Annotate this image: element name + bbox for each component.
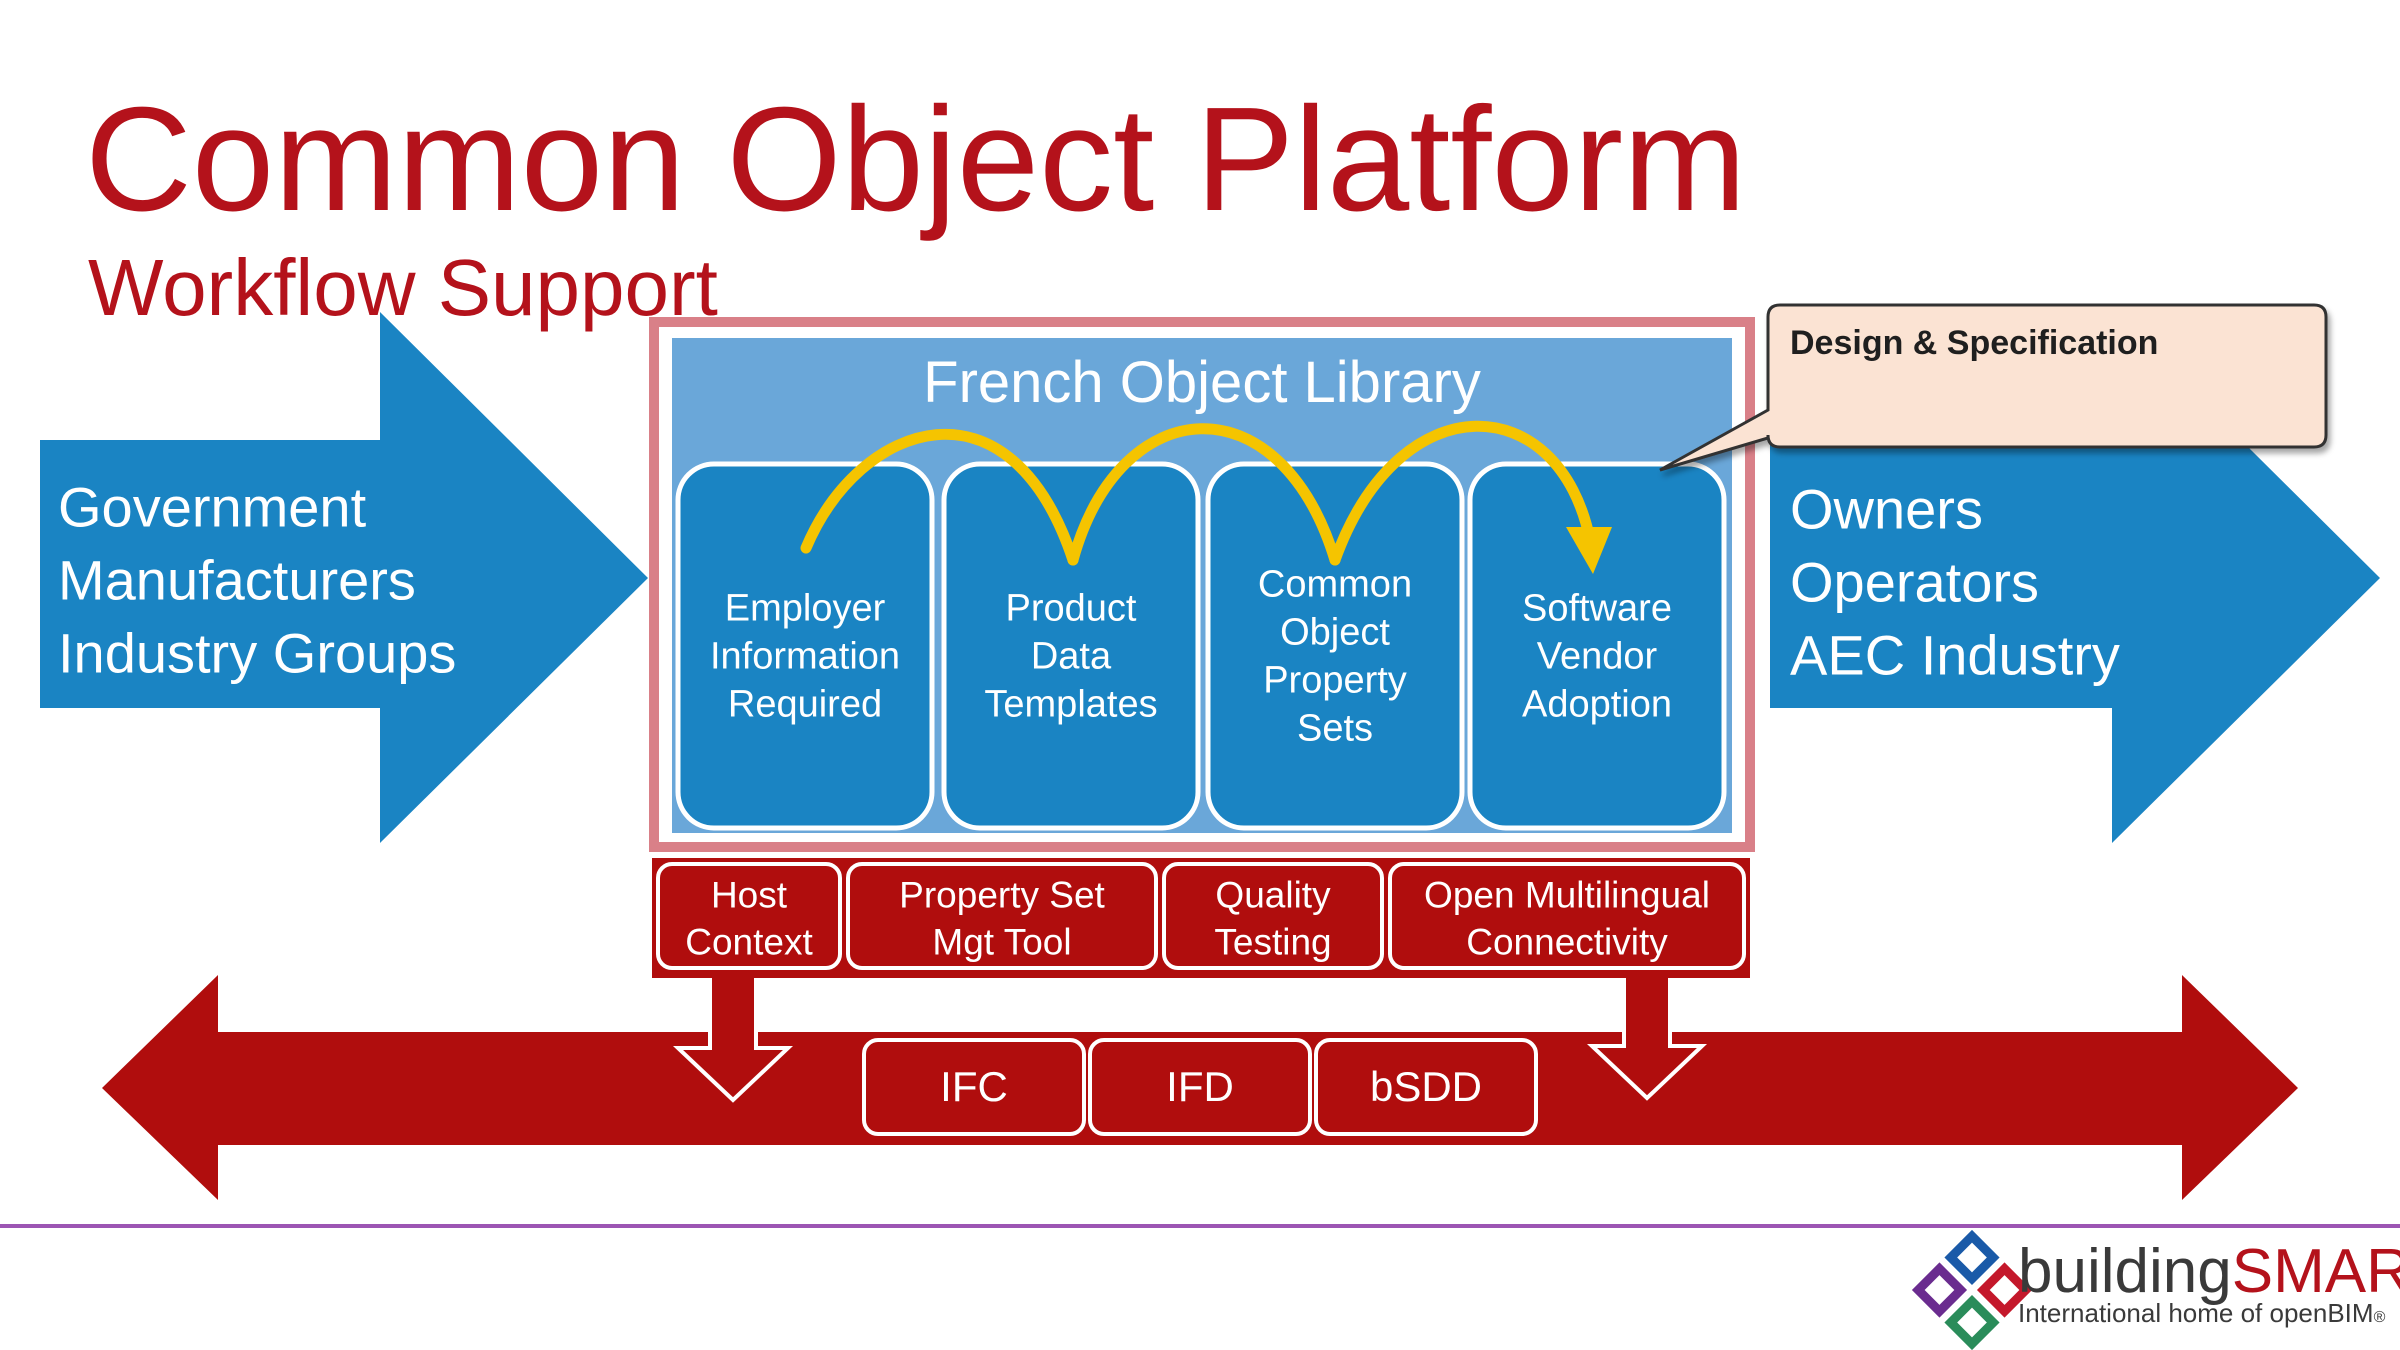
- tool-box-2-label-line-1: Property Set: [899, 874, 1105, 915]
- logo-wordmark: buildingSMART®: [2018, 1237, 2400, 1306]
- library-box-1-label-line-1: Employer: [725, 587, 886, 629]
- buildingsmart-logo: buildingSMART® International home of ope…: [1911, 1229, 2400, 1350]
- logo-brand-suffix: SMART: [2232, 1237, 2400, 1306]
- library-box-3-label-line-1: Common: [1258, 563, 1412, 605]
- tool-box-bg: [846, 862, 1158, 970]
- workflow-arc-3: [1329, 420, 1596, 566]
- callout-text: Design & Specification: [1790, 324, 2158, 362]
- page-subtitle: Workflow Support: [88, 243, 718, 332]
- workflow-arcs: [800, 420, 1596, 566]
- library-box-bg: [941, 461, 1201, 831]
- library-box-4-label-line-3: Adoption: [1522, 683, 1672, 725]
- library-box-2-label-line-3: Templates: [984, 683, 1157, 725]
- logo-brand-prefix: building: [2018, 1237, 2232, 1306]
- tool-box-bg: [1162, 862, 1384, 970]
- standard-label: IFD: [1166, 1063, 1234, 1110]
- library-box-bg: [1467, 461, 1727, 831]
- standard-box-bsdd: bSDD: [1314, 1038, 1538, 1136]
- workflow-arc-2: [1067, 423, 1341, 566]
- right-arrow-label-line-2: Operators: [1790, 551, 2039, 614]
- tool-box-3-label-line-2: Testing: [1214, 921, 1331, 962]
- tool-box-bg: [656, 862, 842, 970]
- right-arrow-label-line-1: Owners: [1790, 478, 1983, 541]
- library-box-4-label-line-2: Vendor: [1537, 635, 1658, 677]
- tool-box-bg: [1388, 862, 1746, 970]
- library-box-3-label-line-2: Object: [1280, 611, 1390, 653]
- tool-box-1-label-line-2: Context: [685, 921, 813, 962]
- tool-box-4-label-line-1: Open Multilingual: [1424, 874, 1710, 915]
- standard-box-bg: [862, 1038, 1086, 1136]
- library-box-bg: [1205, 461, 1465, 831]
- standard-box-ifc: IFC: [862, 1038, 1086, 1136]
- left-arrow-label-line-2: Manufacturers: [58, 549, 416, 612]
- standard-boxes: IFC IFD bSDD: [862, 1038, 1538, 1136]
- library-boxes: EmployerInformationRequiredProductDataTe…: [675, 461, 1727, 831]
- logo-tagline-text: International home of openBIM: [2018, 1298, 2374, 1328]
- tool-box-1-label-line-1: Host: [711, 874, 788, 915]
- design-spec-callout: [1659, 303, 2328, 472]
- library-box-3-label-line-4: Sets: [1297, 707, 1373, 749]
- tool-box-2-label-line-2: Mgt Tool: [932, 921, 1071, 962]
- standard-label: IFC: [940, 1063, 1008, 1110]
- left-arrow-label-line-1: Government: [58, 476, 367, 539]
- library-box-bg: [675, 461, 935, 831]
- down-arrow-left: [672, 973, 794, 1103]
- logo-tagline-mark: ®: [2374, 1309, 2386, 1326]
- workflow-arc-1: [800, 428, 1079, 566]
- left-arrow-label-line-3: Industry Groups: [58, 622, 456, 685]
- tool-box-3-label-line-1: Quality: [1215, 874, 1331, 915]
- workflow-arrowhead: [1566, 527, 1612, 574]
- buildingsmart-emblem-icon: [1911, 1229, 2033, 1350]
- library-box-1-label-line-2: Information: [710, 635, 900, 677]
- library-box-2-label-line-1: Product: [1006, 587, 1137, 629]
- right-arrow-label-line-3: AEC Industry: [1790, 624, 2120, 687]
- library-title: French Object Library: [923, 350, 1481, 415]
- library-box-1-label-line-3: Required: [728, 683, 882, 725]
- down-arrow-right: [1586, 971, 1708, 1101]
- page-title: Common Object Platform: [85, 77, 1746, 242]
- standard-box-bg: [1088, 1038, 1312, 1136]
- left-input-arrow: [40, 312, 648, 843]
- library-box-3-label-line-3: Property: [1263, 659, 1407, 701]
- standard-label: bSDD: [1370, 1063, 1482, 1110]
- standard-box-bg: [1314, 1038, 1538, 1136]
- logo-tagline: International home of openBIM®: [2018, 1298, 2386, 1328]
- library-box-4-label-line-1: Software: [1522, 587, 1672, 629]
- standard-box-ifd: IFD: [1088, 1038, 1312, 1136]
- library-box-2-label-line-2: Data: [1031, 635, 1112, 677]
- tool-box-4-label-line-2: Connectivity: [1466, 921, 1668, 962]
